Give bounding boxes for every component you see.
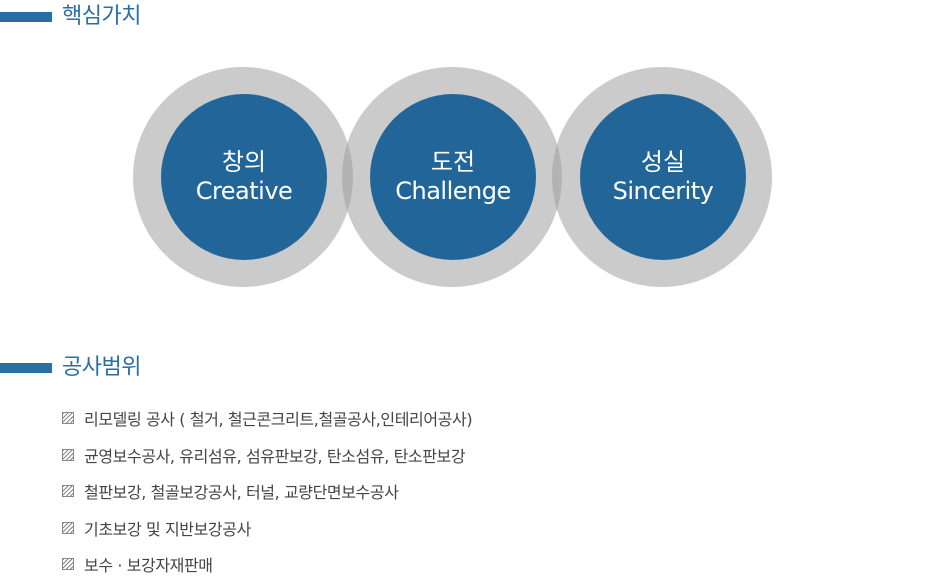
section-bar-icon: [0, 363, 52, 373]
list-item: 균영보수공사, 유리섬유, 섬유판보강, 탄소섬유, 탄소판보강: [62, 437, 472, 474]
hatched-square-icon: [62, 448, 74, 461]
core-values-header: 핵심가치: [0, 0, 141, 34]
business-scope-title: 공사범위: [62, 355, 141, 380]
business-scope-header: 공사범위: [0, 351, 141, 385]
value-circle-challenge: 도전 Challenge: [370, 94, 536, 260]
list-item-text: 균영보수공사, 유리섬유, 섬유판보강, 탄소섬유, 탄소판보강: [84, 446, 466, 466]
list-item: 보수 · 보강자재판매: [62, 546, 472, 583]
hatched-square-icon: [62, 521, 74, 534]
hatched-square-icon: [62, 412, 74, 425]
value-ko-label: 창의: [221, 148, 267, 176]
value-circle-sincerity: 성실 Sincerity: [580, 94, 746, 260]
list-item-text: 철판보강, 철골보강공사, 터널, 교량단면보수공사: [84, 483, 399, 503]
value-ko-label: 성실: [640, 148, 686, 176]
value-en-label: Sincerity: [612, 177, 714, 205]
value-en-label: Challenge: [395, 177, 511, 205]
list-item: 철판보강, 철골보강공사, 터널, 교량단면보수공사: [62, 473, 472, 510]
list-item: 기초보강 및 지반보강공사: [62, 510, 472, 547]
value-ko-label: 도전: [430, 148, 476, 176]
list-item-text: 보수 · 보강자재판매: [84, 556, 213, 576]
section-bar-icon: [0, 12, 52, 22]
list-item: 리모델링 공사 ( 철거, 철근콘크리트,철골공사,인테리어공사): [62, 400, 473, 437]
business-scope-list: 리모델링 공사 ( 철거, 철근콘크리트,철골공사,인테리어공사) 균영보수공사…: [62, 400, 473, 583]
list-item-text: 기초보강 및 지반보강공사: [84, 519, 251, 539]
core-values-title: 핵심가치: [62, 4, 141, 29]
value-circle-creative: 창의 Creative: [161, 94, 327, 260]
value-en-label: Creative: [195, 177, 293, 205]
hatched-square-icon: [62, 485, 74, 498]
list-item-text: 리모델링 공사 ( 철거, 철근콘크리트,철골공사,인테리어공사): [84, 410, 473, 430]
core-values-diagram: 창의 Creative 도전 Challenge 성실 Sincerity: [133, 67, 772, 287]
hatched-square-icon: [62, 558, 74, 571]
